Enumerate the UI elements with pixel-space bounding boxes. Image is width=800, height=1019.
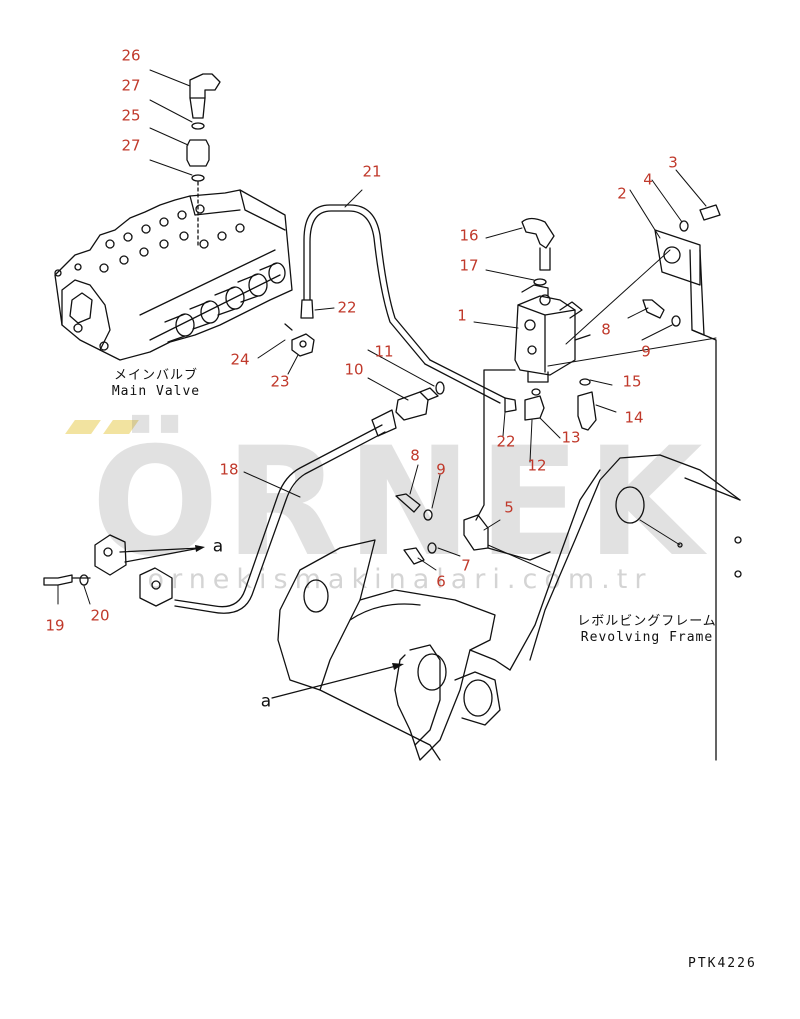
fitting-12-13 [504,388,545,421]
bolt-6 [403,547,425,565]
reference-a-lower: a [260,691,272,712]
washer-7 [427,542,437,554]
callout-27-lower: 27 [121,136,141,155]
main-valve-label-jp: メインバルブ [113,368,198,383]
callout-23: 23 [270,372,290,391]
callout-14: 14 [624,408,644,427]
valve-1 [514,284,591,383]
callout-25: 25 [121,106,141,125]
drawing-code: PTK4226 [688,956,757,971]
revolving-frame-label-jp: レボルビングフレーム [577,614,717,629]
callout-19: 19 [45,616,65,635]
hose-21 [300,204,506,404]
callout-9-upper: 9 [641,342,651,361]
reference-a-upper: a [212,536,224,557]
arrow-a-upper [195,545,205,552]
bolt-8-upper [642,299,665,319]
callout-22-upper: 22 [337,298,357,317]
callout-9-lower: 9 [436,460,446,479]
leader-lines [57,69,717,699]
callout-4: 4 [643,170,653,189]
callout-7: 7 [461,556,471,575]
valve-spools [164,262,286,343]
revolving-frame-label: レボルビングフレーム Revolving Frame [572,614,722,647]
o-ring-17 [533,278,547,286]
washer-4 [679,220,689,232]
main-valve-label: メインバルブ Main Valve [96,368,216,401]
callout-3: 3 [668,153,678,172]
callout-10: 10 [344,360,364,379]
callout-18: 18 [219,460,239,479]
callout-21: 21 [362,162,382,181]
callout-12: 12 [527,456,547,475]
hose-18 [174,409,397,614]
callout-22-lower: 22 [496,432,516,451]
fitting-14-15 [577,378,597,431]
fitting-23 [284,323,315,357]
callout-1: 1 [457,306,467,325]
callout-8-lower: 8 [410,446,420,465]
callout-27-upper: 27 [121,76,141,95]
valve-top-fittings [186,73,221,246]
callout-17: 17 [459,256,479,275]
revolving-frame-label-en: Revolving Frame [580,630,714,646]
washer-9-upper [671,315,681,327]
callout-11: 11 [374,342,394,361]
valve-top-bolts [54,204,245,277]
callout-5: 5 [504,498,514,517]
bolt-8-lower [395,493,421,513]
callout-8-upper: 8 [601,320,611,339]
callout-13: 13 [561,428,581,447]
bracket-5 [463,369,551,561]
bolt-3 [699,204,721,221]
callout-20: 20 [90,606,110,625]
watermark-brand: ÖRNEK [91,416,709,590]
callout-6: 6 [436,572,446,591]
callout-24: 24 [230,350,250,369]
washer-9-lower [423,509,433,521]
callout-26: 26 [121,46,141,65]
main-valve-label-en: Main Valve [111,384,201,400]
callout-15: 15 [622,372,642,391]
clamp-assembly [43,534,201,607]
fitting-10 [395,381,445,421]
main-valve [54,189,293,361]
callout-2: 2 [617,184,627,203]
callout-16: 16 [459,226,479,245]
arrow-a-lower [392,663,404,670]
revolving-frame [277,454,742,761]
fitting-16 [521,217,555,271]
